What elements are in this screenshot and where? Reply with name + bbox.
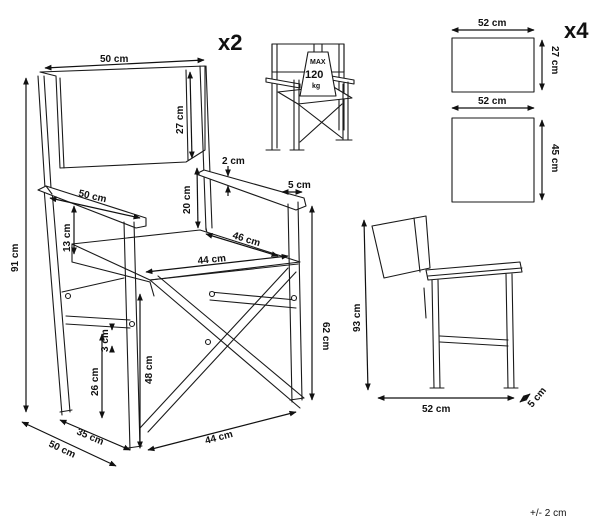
label-back-panel-height: 27 cm (549, 46, 560, 74)
tolerance-note: +/- 2 cm (530, 508, 566, 519)
label-frame-height: 48 cm (144, 356, 155, 384)
label-arm-width: 5 cm (288, 180, 311, 191)
weight-max: MAX (310, 59, 326, 66)
label-folded-thickness: 5 cm (526, 385, 549, 410)
label-base-front: 44 cm (204, 429, 234, 447)
main-chair-dimensions (21, 57, 315, 467)
weight-badge: MAX 120 kg (299, 43, 337, 97)
label-folded-height: 93 cm (352, 304, 363, 332)
folded-chair-drawing (371, 215, 523, 389)
label-top-width: 50 cm (100, 54, 128, 65)
label-back-panel-width: 52 cm (478, 18, 506, 29)
back-panel: 52 cm 27 cm (451, 18, 560, 93)
label-seat-panel-height: 45 cm (549, 144, 560, 172)
label-arm-gap: 20 cm (182, 186, 193, 214)
label-arm-thickness: 2 cm (222, 156, 245, 167)
label-seat-panel-width: 52 cm (478, 96, 506, 107)
panel-quantity: x4 (564, 18, 589, 43)
label-seat-width: 44 cm (197, 253, 226, 267)
chair-quantity: x2 (218, 30, 242, 55)
label-back-height: 27 cm (175, 106, 186, 134)
label-leg-spacing: 3 cm (100, 329, 111, 352)
label-bottom-leg: 26 cm (90, 368, 101, 396)
weight-value: 120 (305, 69, 323, 81)
label-seat-height: 62 cm (320, 322, 331, 350)
weight-unit: kg (312, 83, 320, 90)
label-base-width: 50 cm (47, 439, 77, 461)
label-arm-drop: 13 cm (62, 224, 73, 252)
label-base-depth: 35 cm (75, 427, 105, 448)
label-total-height: 91 cm (10, 244, 21, 272)
seat-panel: 52 cm 45 cm (451, 96, 560, 203)
label-folded-depth: 52 cm (422, 404, 450, 415)
